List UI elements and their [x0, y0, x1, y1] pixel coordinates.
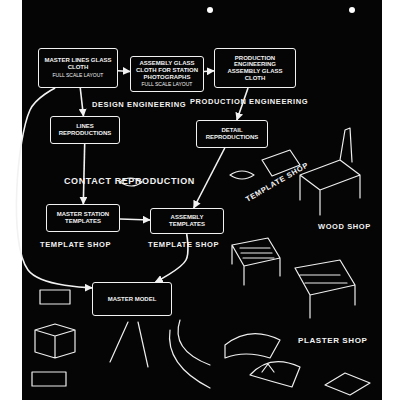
box-note: FULL SCALE LAYOUT — [42, 73, 114, 79]
section-label: CONTACT REPRODUCTION — [64, 176, 195, 186]
flow-arrow — [80, 88, 83, 116]
flow-curve — [110, 322, 148, 367]
process-box: ASSEMBLY TEMPLATES — [150, 208, 224, 234]
flow-arrow — [16, 88, 92, 288]
layout-table — [295, 260, 355, 318]
template-bench — [232, 238, 280, 285]
flow-arrow — [237, 88, 248, 120]
process-box: MASTER LINES GLASS CLOTH FULL SCALE LAYOU… — [38, 48, 118, 88]
flow-curve — [170, 320, 211, 388]
note-box — [32, 290, 70, 386]
crate-sketch — [35, 324, 75, 358]
box-note: FULL SCALE LAYOUT — [134, 82, 200, 88]
process-box: MASTER MODEL — [92, 282, 172, 316]
plaster-part — [325, 373, 370, 395]
section-label: DESIGN ENGINEERING — [92, 100, 186, 109]
template-grid — [240, 248, 274, 258]
process-box: LINES REPRODUCTIONS — [50, 116, 120, 144]
flow-arrow — [83, 144, 84, 204]
section-label: TEMPLATE SHOP — [244, 161, 310, 204]
section-label: TEMPLATE SHOP — [148, 240, 219, 249]
box-title: MASTER MODEL — [96, 296, 168, 303]
flow-arrow — [194, 148, 225, 208]
binder-hole — [349, 7, 355, 13]
flow-arrow — [156, 234, 188, 282]
section-label: TEMPLATE SHOP — [40, 240, 111, 249]
box-title: ASSEMBLY GLASS CLOTH FOR STATION PHOTOGR… — [134, 60, 200, 80]
box-title: MASTER STATION TEMPLATES — [50, 211, 116, 224]
flow-arrow — [118, 70, 130, 72]
plaster-cast — [225, 334, 280, 358]
wood-fixture — [300, 128, 360, 215]
box-title: LINES REPRODUCTIONS — [54, 123, 116, 136]
flow-arrow — [204, 70, 214, 72]
binder-hole — [207, 7, 213, 13]
black-board — [22, 0, 382, 400]
box-title: MASTER LINES GLASS CLOTH — [42, 57, 114, 70]
process-box: DETAIL REPRODUCTIONS — [196, 120, 268, 148]
section-label: PLASTER SHOP — [298, 336, 367, 345]
plaster-mould — [250, 362, 300, 387]
section-label: PRODUCTION ENGINEERING — [190, 97, 308, 106]
box-title: ASSEMBLY TEMPLATES — [154, 214, 220, 227]
section-label: WOOD SHOP — [318, 222, 371, 231]
flow-arrow — [120, 218, 150, 220]
process-box: MASTER STATION TEMPLATES — [46, 204, 120, 232]
process-box: ASSEMBLY GLASS CLOTH FOR STATION PHOTOGR… — [130, 56, 204, 92]
box-title: PRODUCTION ENGINEERING ASSEMBLY GLASS CL… — [218, 55, 292, 82]
process-box: PRODUCTION ENGINEERING ASSEMBLY GLASS CL… — [214, 48, 296, 88]
box-title: DETAIL REPRODUCTIONS — [200, 127, 264, 140]
